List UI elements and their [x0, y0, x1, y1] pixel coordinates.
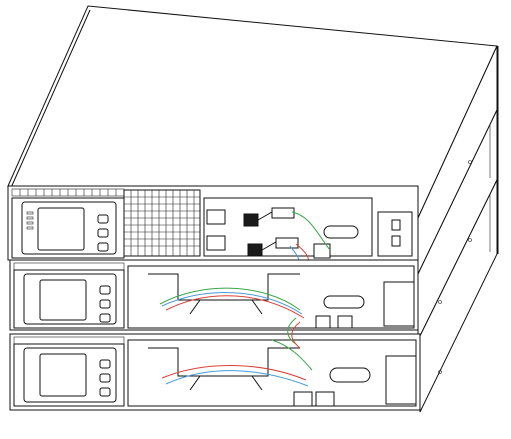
panel-button: [97, 214, 109, 224]
top-mesh-vent: [123, 189, 201, 257]
inter-unit-cables: [287, 317, 301, 349]
battery-connector-plug: [247, 243, 263, 257]
rear-terminal-block: [377, 211, 413, 257]
unit-side-panels: [417, 45, 499, 413]
panel-button: [97, 228, 109, 238]
cable-clip: [313, 243, 331, 259]
panel-button: [97, 242, 109, 252]
middle-battery-pack: [9, 259, 419, 331]
top-connector-area: [203, 197, 413, 273]
bottom-battery-pack: [9, 333, 421, 411]
bottom-lcd-screen: [39, 353, 87, 397]
top-ups-unit: [7, 185, 419, 273]
top-control-panel: [11, 197, 125, 259]
middle-lcd-screen: [39, 279, 87, 321]
lcd-screen: [37, 207, 85, 251]
battery-connector-plug: [243, 213, 259, 227]
mounting-slot: [323, 225, 359, 239]
